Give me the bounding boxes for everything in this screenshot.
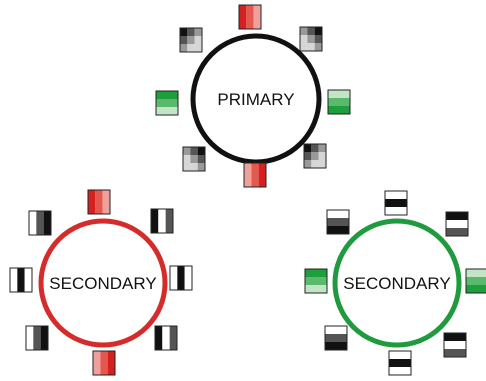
black-vertical-stripes-icon [154, 325, 178, 351]
black-vertical-stripes-icon [28, 210, 52, 236]
gray-checker-icon [182, 146, 206, 172]
red-vertical-gradient-icon [238, 4, 262, 30]
secondary-right-label: SECONDARY [343, 274, 450, 293]
gray-checker-icon [303, 143, 327, 169]
black-horizontal-stripes-icon [388, 350, 412, 376]
green-horizontal-gradient-icon [304, 268, 328, 294]
green-horizontal-gradient-icon [327, 89, 351, 115]
primary-label: PRIMARY [217, 90, 294, 109]
black-vertical-stripes-icon [9, 267, 33, 293]
secondary-left-ring [38, 218, 168, 348]
black-horizontal-stripes-icon [384, 190, 408, 216]
primary-ring [190, 33, 322, 165]
black-vertical-stripes-icon [25, 325, 49, 351]
secondary-right-ring [332, 218, 462, 348]
cluster-secondary-right: SECONDARY [304, 190, 486, 376]
cluster-primary: PRIMARY [155, 4, 351, 188]
black-horizontal-stripes-icon [326, 209, 350, 235]
cluster-secondary-left: SECONDARY [9, 189, 193, 376]
black-vertical-stripes-icon [169, 265, 193, 291]
black-vertical-stripes-icon [150, 208, 174, 234]
gray-checker-icon [179, 27, 203, 53]
secondary-left-label: SECONDARY [49, 274, 156, 293]
red-vertical-gradient-icon [87, 189, 111, 215]
green-horizontal-gradient-icon [155, 90, 179, 116]
black-horizontal-stripes-icon [324, 325, 348, 351]
red-vertical-gradient-icon [92, 350, 116, 376]
green-horizontal-gradient-icon [465, 268, 486, 294]
gray-checker-icon [299, 26, 323, 52]
black-horizontal-stripes-icon [443, 332, 467, 358]
red-vertical-gradient-icon [243, 162, 267, 188]
black-horizontal-stripes-icon [445, 211, 469, 237]
